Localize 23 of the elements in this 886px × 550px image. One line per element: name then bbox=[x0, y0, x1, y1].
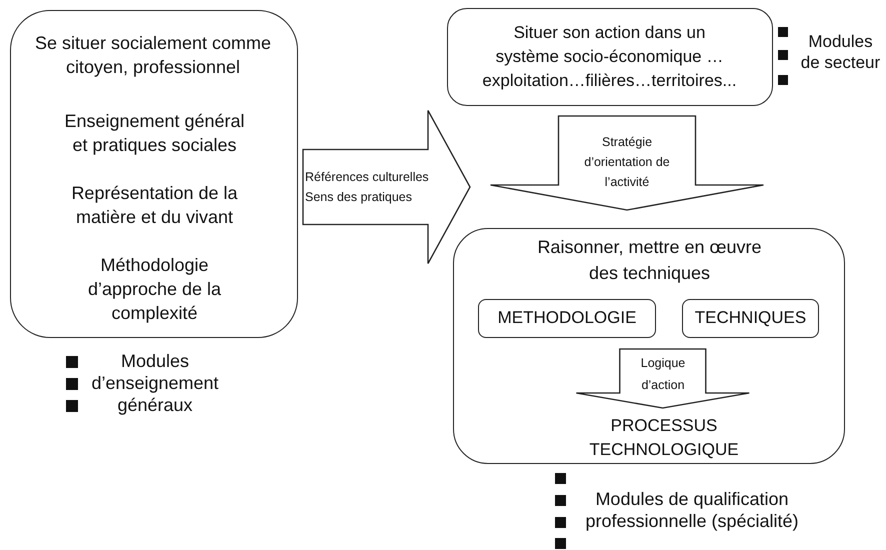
rounded-box bbox=[10, 10, 298, 338]
edge-label: Logique d’action bbox=[640, 355, 686, 394]
module-caption: Modules de secteur bbox=[800, 31, 882, 73]
module-caption: Modules d’enseignement généraux bbox=[90, 350, 220, 416]
rounded-box bbox=[682, 299, 819, 338]
rounded-box bbox=[453, 228, 845, 464]
box-text: Raisonner, mettre en œuvre des techniques bbox=[536, 236, 763, 285]
rounded-box bbox=[447, 8, 773, 106]
box-text: TECHNIQUES bbox=[694, 307, 808, 329]
edge-label: Stratégie d’orientation de l’activité bbox=[583, 134, 671, 191]
edge-label: Références culturelles Sens des pratiques bbox=[305, 169, 430, 206]
box-text: Méthodologie d’approche de la complexité bbox=[86, 254, 222, 325]
box-text: Situer son action dans un système socio-économique …exploitation…filières…territoires... bbox=[481, 22, 738, 92]
block-arrow bbox=[490, 115, 764, 211]
rounded-box bbox=[478, 299, 656, 338]
block-arrow bbox=[302, 110, 471, 264]
box-text: Enseignement général et pratiques sociales bbox=[63, 110, 246, 157]
module-caption: Modules de qualification professionnelle (spécialité) bbox=[584, 488, 800, 532]
box-text: METHODOLOGIE bbox=[496, 307, 638, 329]
box-text: Représentation de la matière et du vivant bbox=[70, 182, 239, 229]
process-label: PROCESSUS TECHNOLOGIQUE bbox=[582, 413, 746, 463]
block-arrow bbox=[576, 348, 750, 409]
box-text: Se situer socialement comme citoyen, professionnel bbox=[34, 32, 272, 79]
